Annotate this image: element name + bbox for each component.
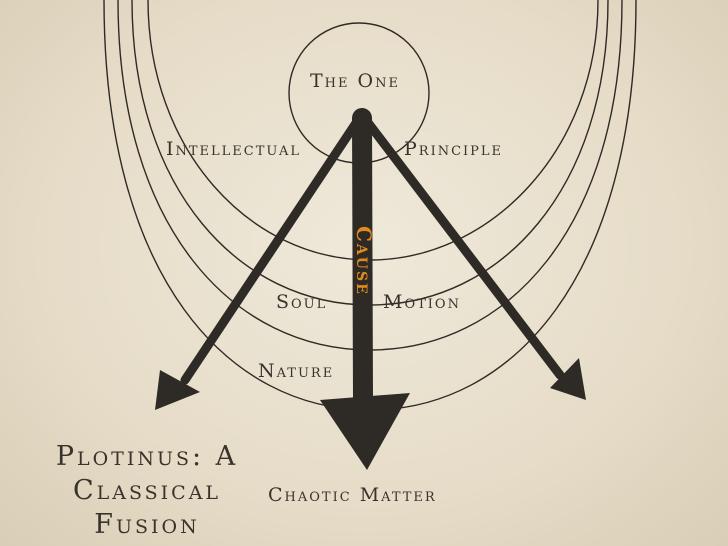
center-arrowhead <box>320 393 410 470</box>
label-motion: Motion <box>383 291 461 313</box>
right-arrow-shaft <box>361 115 565 380</box>
slide-title: Plotinus: A Classical Fusion <box>55 441 239 540</box>
label-principle: Principle <box>404 138 504 160</box>
label-nature: Nature <box>258 360 335 382</box>
center-arrow-shaft <box>352 108 373 410</box>
label-chaotic-matter: Chaotic Matter <box>268 484 437 506</box>
label-soul: Soul <box>276 291 328 313</box>
label-intellectual: Intellectual <box>166 138 301 160</box>
right-arrowhead <box>550 358 586 400</box>
label-cause: Cause <box>352 226 376 296</box>
label-the-one: The One <box>310 70 400 92</box>
left-arrowhead <box>155 370 200 410</box>
left-arrow-shaft <box>180 115 363 385</box>
